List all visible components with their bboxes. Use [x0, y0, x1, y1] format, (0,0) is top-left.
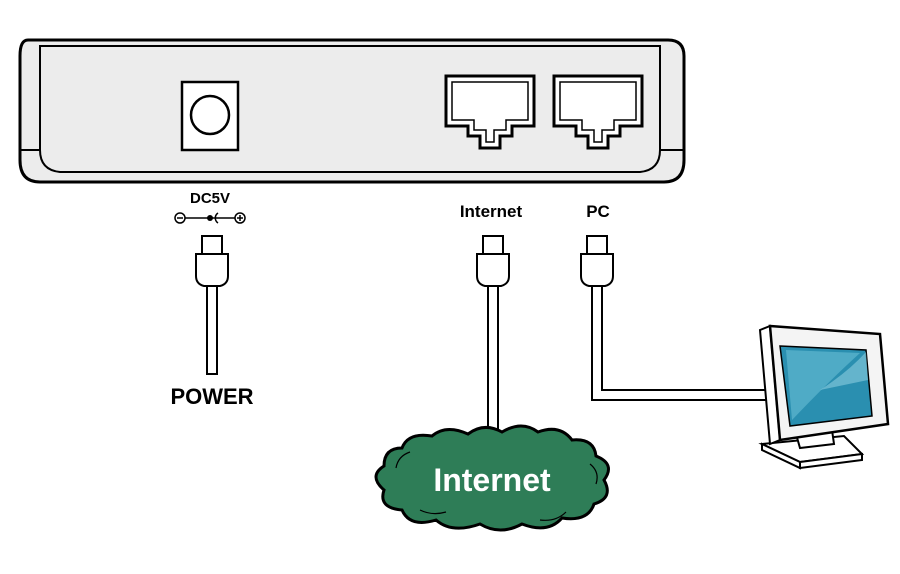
polarity-symbol — [174, 212, 246, 224]
monitor-icon — [758, 324, 890, 470]
pc-port — [552, 74, 644, 150]
power-plug — [195, 235, 229, 375]
internet-cloud — [374, 424, 610, 532]
dc5v-label: DC5V — [190, 190, 230, 207]
cloud-label: Internet — [433, 462, 551, 498]
internet-port — [444, 74, 536, 150]
power-label: POWER — [170, 384, 253, 409]
pc-port-label: PC — [586, 202, 610, 221]
pc-plug — [580, 235, 771, 401]
internet-port-label: Internet — [460, 202, 523, 221]
internet-plug — [476, 235, 510, 437]
power-jack — [180, 80, 240, 152]
